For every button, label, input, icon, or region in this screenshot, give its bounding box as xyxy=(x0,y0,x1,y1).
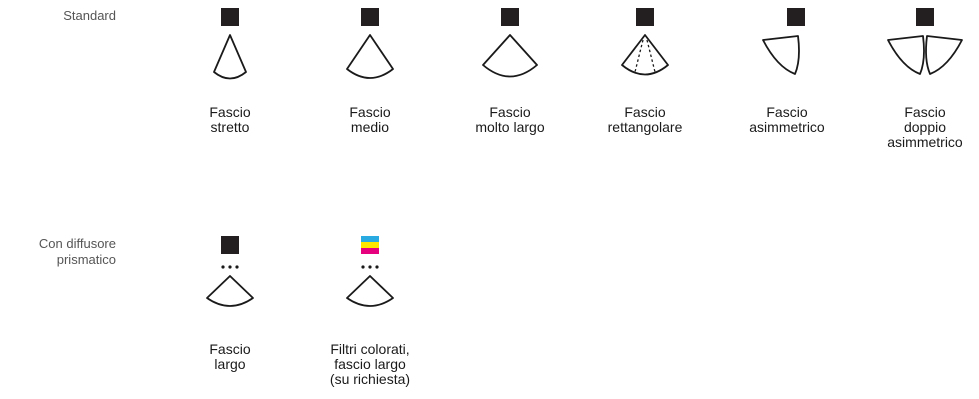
row-label-line: Con diffusore xyxy=(38,236,116,251)
beam-caption: Filtri colorati,fascio largo(su richiest… xyxy=(329,341,411,387)
row-label-line: prismatico xyxy=(56,252,116,267)
prismatic-wide-beam-icon xyxy=(206,236,254,307)
rectangular-beam-icon xyxy=(621,8,669,76)
asymmetric-beam-icon xyxy=(762,8,805,75)
narrow-beam-icon xyxy=(213,8,247,80)
row-label-prismatic: Con diffusore prismatico xyxy=(6,236,116,268)
very-wide-beam-icon xyxy=(482,8,538,78)
medium-beam-icon xyxy=(346,8,394,79)
beam-item-color-filters: Filtri colorati,fascio largo(su richiest… xyxy=(310,236,430,396)
row-label-standard: Standard xyxy=(63,8,116,23)
color-filters-wide-beam-icon xyxy=(346,236,394,307)
double-asymmetric-beam-icon xyxy=(887,8,963,75)
